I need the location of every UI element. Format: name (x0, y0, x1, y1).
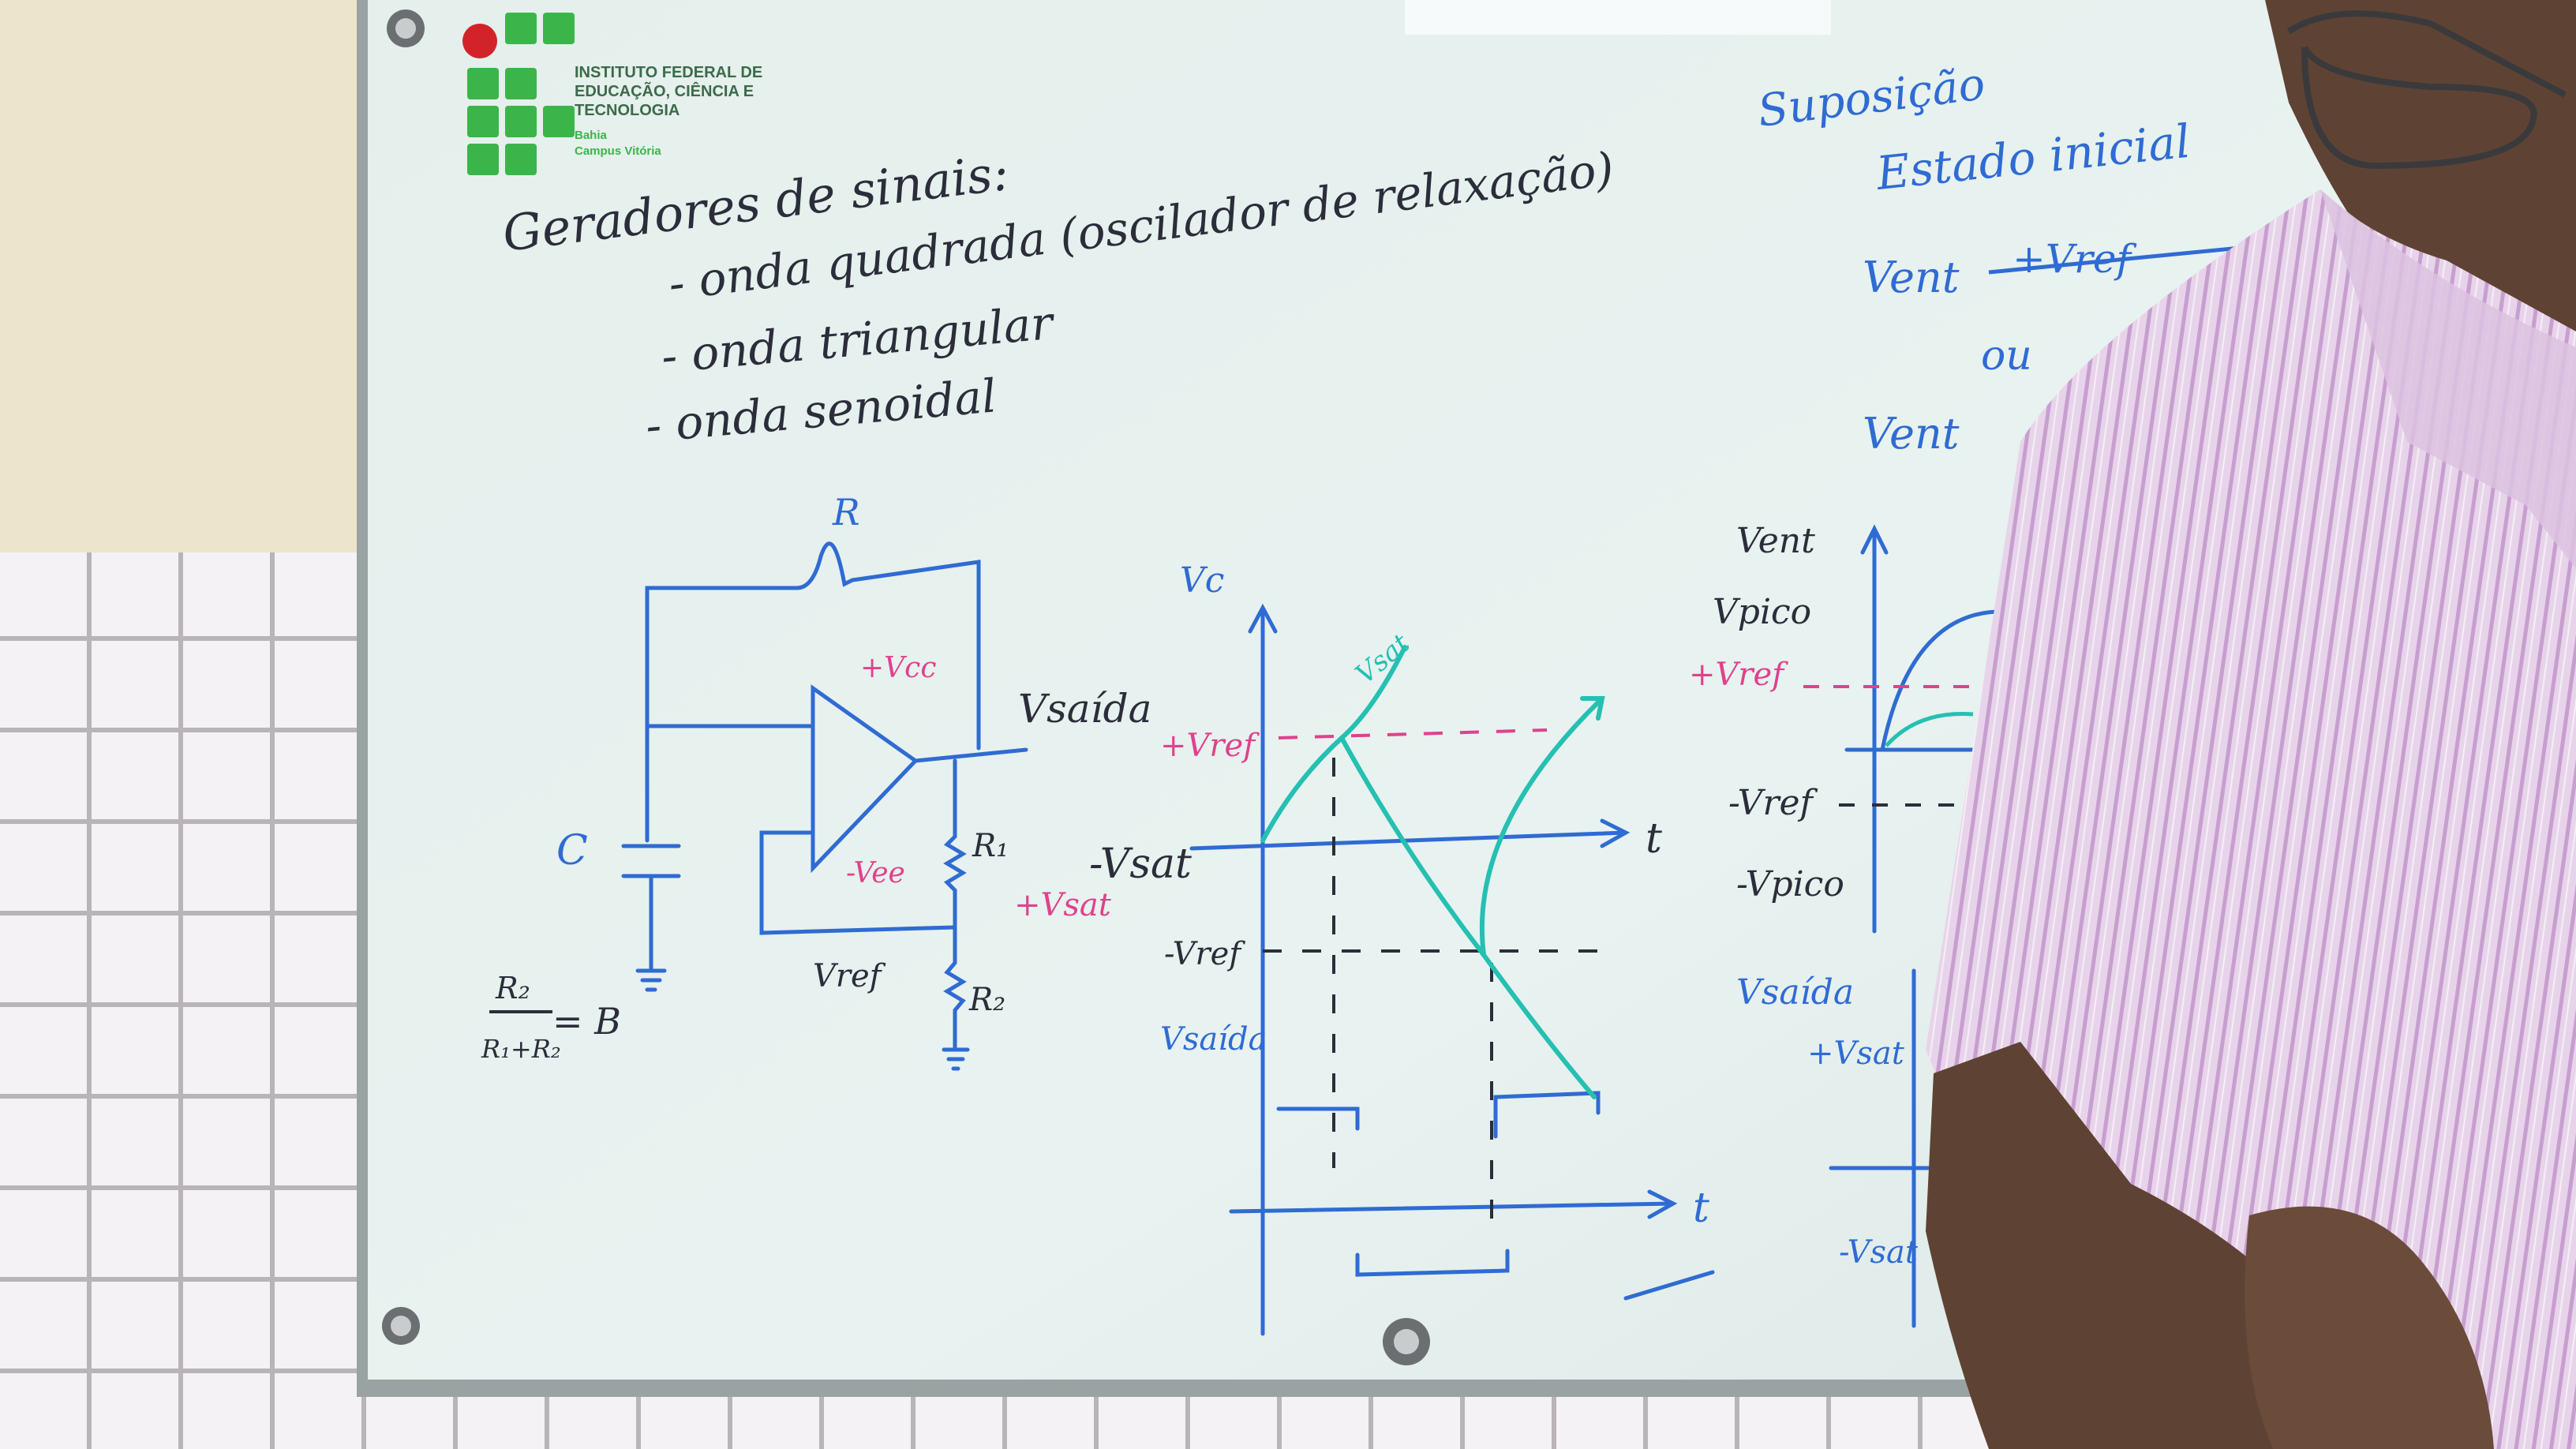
logo-campus-2: Campus Vitória (575, 144, 661, 158)
label-minus-vref: -Vref (1164, 936, 1245, 972)
logo-red-dot (462, 24, 497, 58)
label-r1: R₁ (972, 828, 1009, 864)
beta-equals: = B (552, 1000, 621, 1043)
label-r2: R₂ (968, 982, 1005, 1018)
right-label-vpico: Vpico (1713, 592, 1811, 632)
right-label-vsaida: Vsaída (1736, 972, 1854, 1013)
label-c: C (556, 827, 588, 874)
right-label-minus-vref: -Vref (1728, 783, 1818, 823)
logo-line-3: TECNOLOGIA (575, 102, 680, 119)
right-label-minus-vpico: -Vpico (1736, 864, 1844, 904)
discharge-curve (1339, 736, 1597, 1099)
label-vsaida-graph: Vsaída (1160, 1021, 1267, 1058)
logo-line-2: EDUCAÇÃO, CIÊNCIA E (575, 81, 754, 100)
right-label-plus-vsat: +Vsat (1807, 1035, 1905, 1072)
ifs-logo: INSTITUTO FEDERAL DE EDUCAÇÃO, CIÊNCIA E… (462, 13, 762, 175)
light-reflection (1405, 0, 1831, 35)
right-label-minus-vsat: -Vsat (1839, 1234, 1919, 1271)
strike-line (1988, 242, 2274, 275)
circuit-labels: R C +Vcc -Vee Vsaída R₁ R₂ Vref +Vsat -V… (481, 491, 1192, 1064)
label-vee: -Vee (846, 857, 905, 889)
note-vent-2: Vent (1863, 409, 1960, 459)
instructor-hand (2245, 1206, 2494, 1449)
label-vsaida: Vsaída (1018, 686, 1151, 732)
graph-right: Vent Vpico +Vref -Vref -Vpico Vsaída +Vs… (1689, 521, 2023, 1328)
label-t: t (1646, 815, 1662, 863)
logo-campus-1: Bahia (575, 129, 608, 142)
label-vref: Vref (813, 958, 886, 994)
label-plus-vref: +Vref (1160, 728, 1260, 764)
eyeglasses (2286, 10, 2567, 170)
right-label-vent: Vent (1736, 521, 1815, 561)
square-wave (1276, 1091, 1601, 1139)
note-vent-1: Vent (1863, 253, 1960, 302)
label-vc: Vc (1180, 560, 1224, 601)
right-axis-y (1860, 524, 1889, 934)
right-teal-curve (1885, 712, 1974, 747)
board-bolts (382, 9, 1430, 1365)
instructor (1926, 0, 2576, 1449)
shirt-collar (2320, 189, 2576, 568)
right-label-plus-vref: +Vref (1689, 657, 1788, 693)
recharge-curve (1479, 696, 1605, 957)
label-t-2: t (1693, 1185, 1709, 1232)
label-vcc: +Vcc (860, 652, 937, 684)
circuit-diagram (621, 541, 1028, 1071)
plus-vref-dash (1278, 728, 1548, 739)
label-r: R (832, 491, 860, 534)
beta-numerator: R₂ (495, 971, 530, 1005)
vc-axis-t (1189, 818, 1631, 851)
right-peak-curve (1880, 609, 1999, 752)
label-plus-vsat: +Vsat (1014, 887, 1112, 923)
label-minus-vsat: -Vsat (1089, 841, 1192, 888)
period-bracket (1355, 1249, 1715, 1301)
out-axis-t (1229, 1189, 1678, 1219)
beta-denominator: R₁+R₂ (481, 1034, 561, 1064)
logo-line-1: INSTITUTO FEDERAL DE (575, 64, 762, 81)
wall-tiles (0, 552, 371, 1449)
note-ou: ou (1981, 332, 2032, 380)
graph-center: Vc Vsat +Vref -Vref t t Vsaída (1160, 560, 1715, 1336)
